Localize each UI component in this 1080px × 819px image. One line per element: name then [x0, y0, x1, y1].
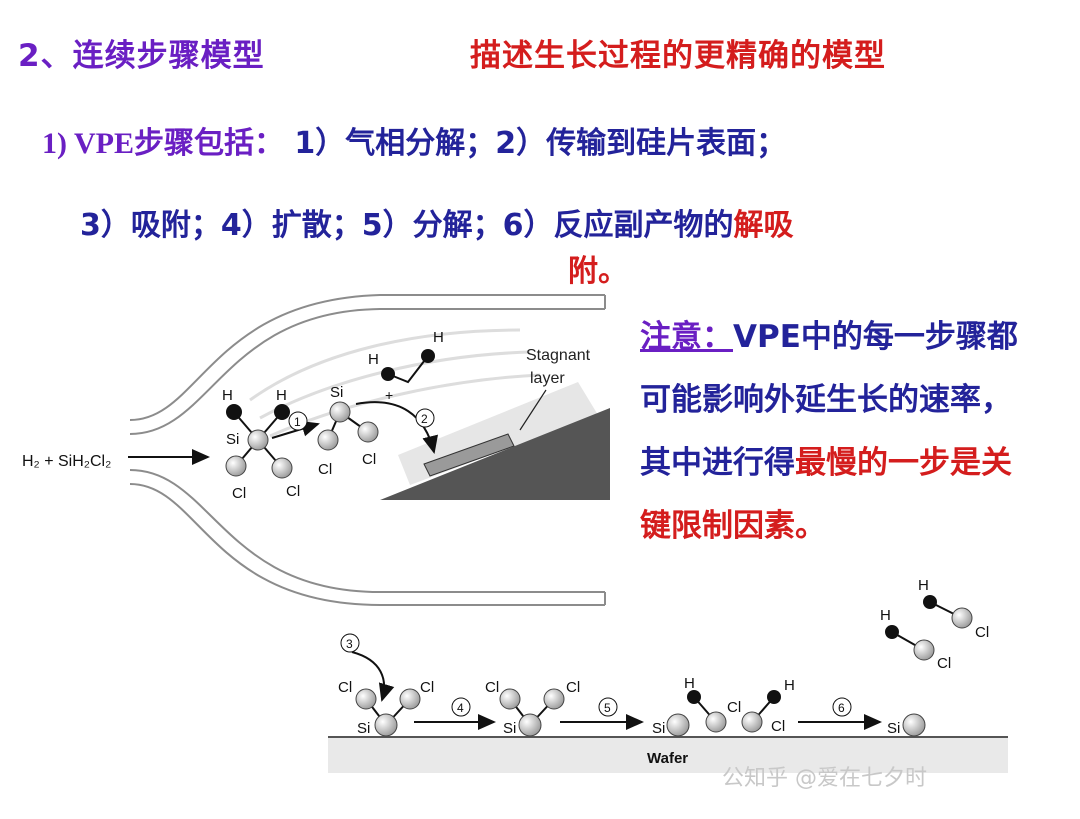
- susceptor-wedge: [380, 408, 610, 500]
- inlet-gas-label: H₂ + SiH₂Cl₂: [22, 453, 111, 470]
- svg-text:Si: Si: [357, 720, 370, 737]
- svg-text:H: H: [784, 677, 795, 694]
- note-paragraph: 注意：VPE中的每一步骤都可能影响外延生长的速率，其中进行得最慢的一步是关键限制…: [640, 306, 1020, 558]
- reactor-tube: [129, 294, 606, 606]
- wafer-label: Wafer: [647, 750, 688, 767]
- sicl2-molecule: Si Cl Cl: [317, 384, 379, 478]
- svg-text:Cl: Cl: [727, 699, 741, 716]
- svg-text:H: H: [880, 607, 891, 624]
- svg-text:Si: Si: [503, 720, 516, 737]
- svg-text:Cl: Cl: [362, 451, 376, 468]
- h2-molecule: H H +: [368, 329, 444, 403]
- svg-text:Si: Si: [652, 720, 665, 737]
- decomposed-species: Si H Cl H Cl: [652, 675, 795, 737]
- vpe-steps-lead: 1) VPE步骤包括：: [42, 127, 284, 160]
- svg-text:Si: Si: [887, 720, 900, 737]
- vpe-steps-b-red: 解吸: [733, 208, 794, 243]
- desorbed-hcl-molecules: H Cl H Cl: [880, 577, 989, 672]
- step-6-marker: [832, 697, 852, 717]
- svg-text:Si: Si: [226, 431, 239, 448]
- step-4-marker: [451, 697, 471, 717]
- adsorbed-sicl2: Cl Cl Si: [338, 679, 434, 737]
- step-5-marker: [598, 697, 618, 717]
- svg-text:H: H: [222, 387, 233, 404]
- svg-text:H: H: [684, 675, 695, 692]
- svg-text:6: 6: [838, 701, 845, 715]
- svg-text:5: 5: [604, 701, 611, 715]
- svg-text:3: 3: [346, 637, 353, 651]
- svg-text:Si: Si: [330, 384, 343, 401]
- watermark: 公知乎 @爱在七夕时: [722, 766, 927, 791]
- svg-text:H: H: [918, 577, 929, 594]
- layer-label: layer: [530, 370, 565, 387]
- vpe-steps-line-2: 3）吸附；4）扩散；5）分解；6）反应副产物的解吸: [80, 200, 794, 244]
- step-2-marker: [415, 408, 435, 428]
- step-3-marker: [340, 633, 360, 653]
- slide-title: 2、连续步骤模型: [18, 38, 265, 74]
- svg-text:Cl: Cl: [338, 679, 352, 696]
- vpe-steps-b: 3）吸附；4）扩散；5）分解；6）反应副产物的: [80, 208, 734, 243]
- svg-text:Cl: Cl: [232, 485, 246, 502]
- vpe-steps-line-1: 1) VPE步骤包括： 1）气相分解；2）传输到硅片表面；: [42, 118, 786, 162]
- vpe-steps-a: 1）气相分解；2）传输到硅片表面；: [294, 126, 787, 161]
- vpe-steps-line-3: 附。: [568, 254, 628, 289]
- svg-text:4: 4: [457, 701, 464, 715]
- note-text-red: 最慢的一步是关键限制因素。: [640, 445, 1012, 544]
- svg-text:Cl: Cl: [771, 718, 785, 735]
- note-text: VPE中的每一步骤都可能影响外延生长的速率，其中进行得: [640, 319, 1018, 481]
- svg-text:2: 2: [421, 412, 428, 426]
- slide-subtitle: 描述生长过程的更精确的模型: [470, 38, 886, 74]
- stagnant-label: Stagnant: [526, 347, 591, 364]
- step-1-marker: [288, 411, 308, 431]
- wafer-on-susceptor: [423, 433, 515, 477]
- svg-text:Cl: Cl: [975, 624, 989, 641]
- svg-text:Cl: Cl: [485, 679, 499, 696]
- svg-text:Cl: Cl: [286, 483, 300, 500]
- svg-text:H: H: [368, 351, 379, 368]
- svg-text:Cl: Cl: [937, 655, 951, 672]
- svg-text:Cl: Cl: [318, 461, 332, 478]
- svg-text:+: +: [385, 387, 393, 403]
- deposited-si: Si: [887, 713, 926, 737]
- sih2cl2-molecule: H H Si Cl Cl: [222, 387, 300, 502]
- svg-text:1: 1: [294, 415, 301, 429]
- svg-text:H: H: [433, 329, 444, 346]
- note-label: 注意：: [640, 319, 733, 355]
- svg-text:Cl: Cl: [420, 679, 434, 696]
- svg-text:Cl: Cl: [566, 679, 580, 696]
- wafer-surface: [328, 737, 1008, 773]
- svg-text:H: H: [276, 387, 287, 404]
- diffused-sicl2: Cl Cl Si: [485, 679, 580, 737]
